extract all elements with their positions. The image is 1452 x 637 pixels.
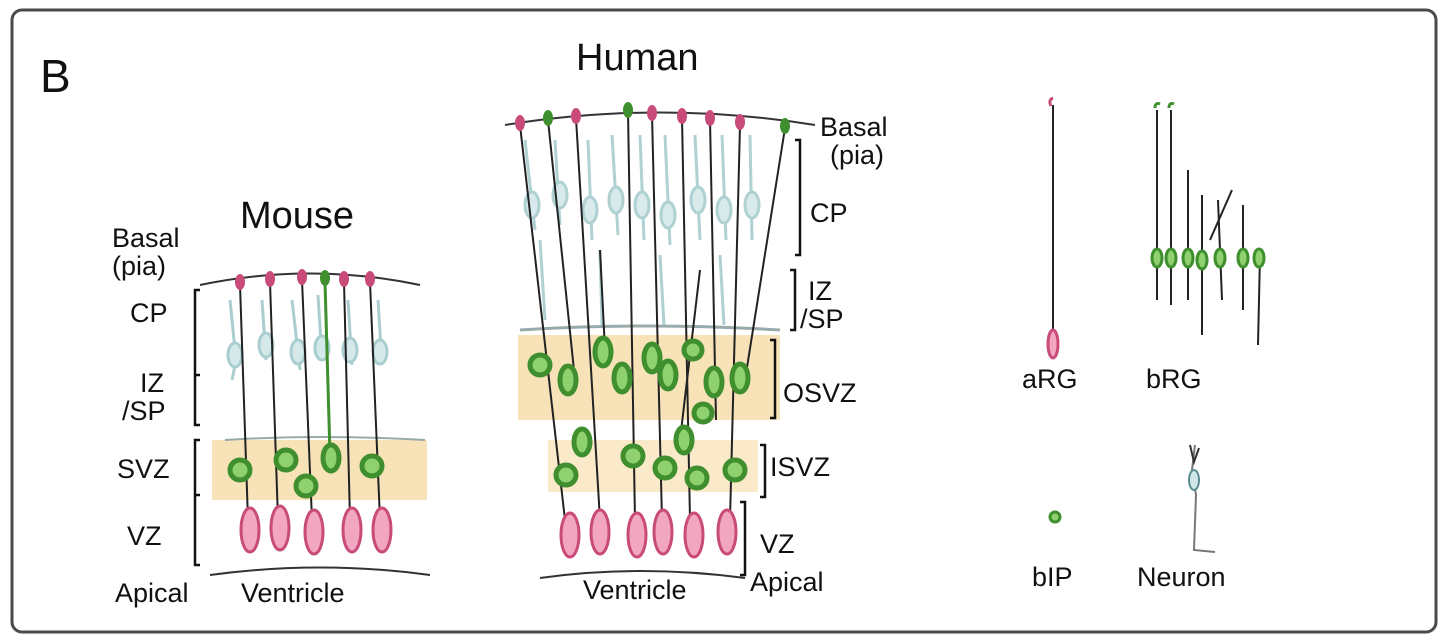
mouse-vz-label: VZ [127,521,162,551]
human-sp-label: /SP [800,304,844,334]
human-isvz-label: ISVZ [770,452,830,482]
legend-bip-label: bIP [1032,562,1073,592]
mouse-pia-label: (pia) [112,251,166,281]
mouse-svz-label: SVZ [117,454,170,484]
human-cp-label: CP [810,198,848,228]
mouse-basal-label: Basal [112,223,180,253]
human-vz-label: VZ [760,529,795,559]
mouse-apical-label: Apical [115,578,189,608]
human-basal-label: Basal [820,112,888,142]
human-iz-label: IZ [808,276,832,306]
human-apical-label: Apical [750,567,824,597]
legend-brg-label: bRG [1146,364,1202,394]
human-pia-label: (pia) [830,140,884,170]
mouse-cp-label: CP [130,298,168,328]
mouse-sp-label: /SP [122,396,166,426]
human-ventricle-label: Ventricle [583,575,687,605]
panel-label: B [40,50,71,102]
bip-glyph [1050,512,1060,522]
legend-neuron-label: Neuron [1137,562,1226,592]
mouse-iz-label: IZ [140,368,164,398]
mouse-title: Mouse [240,195,354,237]
legend-arg-label: aRG [1022,364,1078,394]
mouse-ventricle-label: Ventricle [241,578,345,608]
human-osvz-label: OSVZ [783,378,857,408]
human-title: Human [576,37,699,79]
